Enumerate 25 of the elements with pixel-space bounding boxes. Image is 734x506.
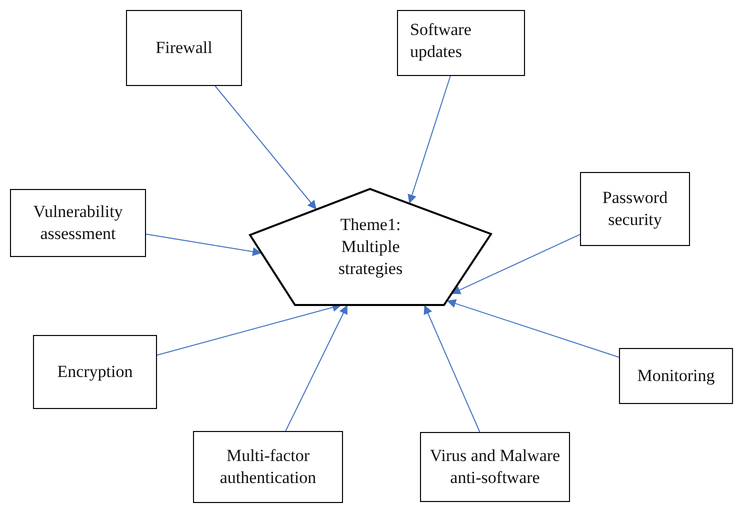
node-label: Theme1: Multiple strategies [337,214,404,280]
arrow [146,234,262,256]
node-label: Firewall [156,36,212,59]
arrow [446,299,620,358]
arrow [408,76,451,204]
process-box [420,432,570,502]
node-label: Password security [601,186,669,231]
process-box [126,10,242,86]
node-label: Virus and Malware anti-software [428,444,562,489]
node-label: Multi-factor authentication [218,444,318,489]
arrow [285,304,348,432]
process-box [10,189,146,257]
node-label: Monitoring [637,364,715,387]
node-label: Vulnerability assessment [32,200,124,245]
process-box [619,348,733,404]
process-box [193,431,343,503]
arrow [424,304,480,432]
process-box [33,335,157,409]
pentagon-node [250,189,491,305]
process-box [397,10,525,76]
arrow [214,86,318,210]
node-label: Encryption [57,360,133,383]
process-box [580,172,690,246]
node-label: Software updates [410,19,472,64]
arrow [450,234,580,294]
